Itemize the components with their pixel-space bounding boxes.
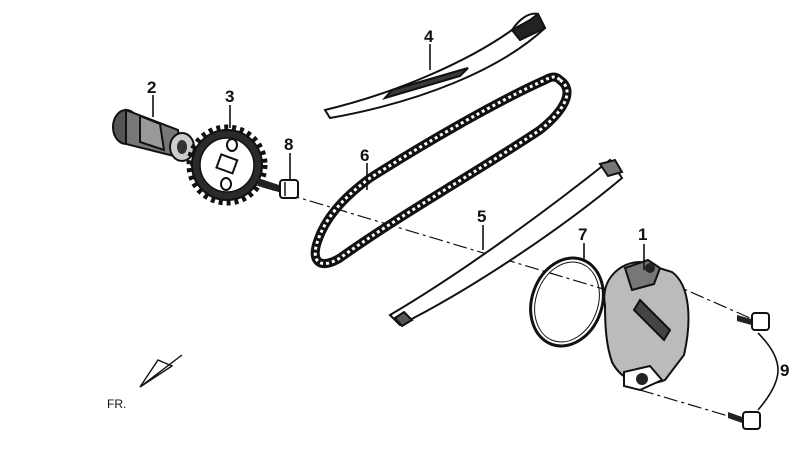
callout-1: 1 bbox=[638, 225, 647, 244]
front-direction-indicator: FR. bbox=[107, 354, 183, 411]
lower-bolt-axis-line bbox=[639, 389, 736, 419]
cover-bolt-upper bbox=[737, 312, 770, 331]
sprocket-bolt bbox=[258, 178, 299, 199]
callout-3: 3 bbox=[225, 87, 234, 106]
leader-9 bbox=[757, 332, 779, 411]
callout-2: 2 bbox=[147, 78, 156, 97]
chain-guide-lower bbox=[388, 158, 624, 328]
cam-chain bbox=[310, 72, 572, 268]
callout-8: 8 bbox=[284, 135, 293, 154]
callout-4: 4 bbox=[424, 27, 434, 46]
tensioner-cover bbox=[603, 258, 690, 392]
callout-numbers: 1 2 3 4 5 6 7 8 9 bbox=[147, 27, 789, 380]
direction-arrow-icon bbox=[139, 354, 183, 388]
main-axis-line bbox=[189, 164, 641, 301]
direction-label: FR. bbox=[107, 397, 126, 411]
chain-guide-upper bbox=[323, 12, 547, 120]
callout-6: 6 bbox=[360, 146, 369, 165]
cover-bolt-lower bbox=[728, 411, 761, 430]
callout-5: 5 bbox=[477, 207, 486, 226]
callout-9: 9 bbox=[780, 361, 789, 380]
cam-sprocket bbox=[186, 124, 268, 206]
cover-bolts bbox=[728, 312, 770, 430]
camshaft bbox=[112, 108, 195, 162]
leader-lines bbox=[152, 44, 779, 411]
callout-7: 7 bbox=[578, 225, 587, 244]
o-ring bbox=[529, 256, 605, 348]
